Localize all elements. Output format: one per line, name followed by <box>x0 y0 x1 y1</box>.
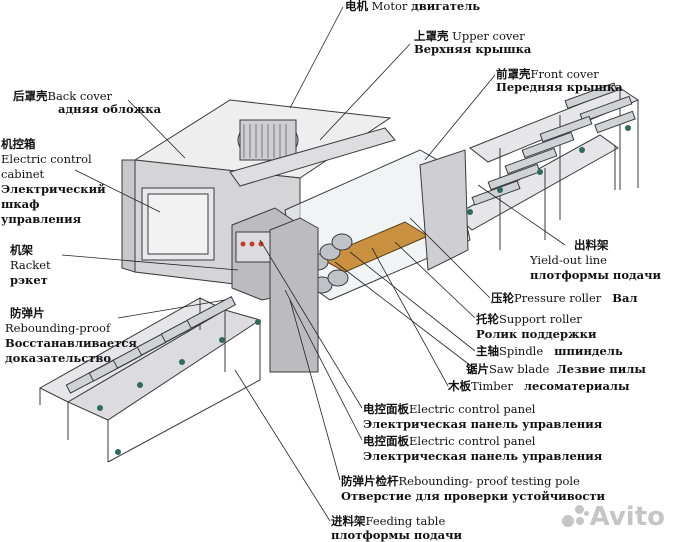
feeding-table <box>38 296 262 463</box>
label-feeding-table: 进料架Feeding table плотформы подачи <box>331 514 463 542</box>
yield-out-conveyor <box>454 82 640 250</box>
avito-logo-icon <box>561 505 590 527</box>
label-control-panel-2: 电控面板Electric control panel Электрическая… <box>363 434 603 463</box>
label-back-cover: 后罩壳Back cover адняя обложка <box>13 89 162 116</box>
label-pressure-roller: 压轮Pressure roller Вал <box>491 291 638 305</box>
label-motor: 电机 Motor двигатель <box>345 0 481 13</box>
label-front-cover: 前罩壳Front cover Передняя крышка <box>496 67 623 94</box>
label-timber: 木板Timber лесоматериалы <box>448 379 630 393</box>
label-upper-cover: 上罩壳 Upper cover Верхняя крышка <box>414 29 532 56</box>
avito-watermark: Avito <box>561 502 665 532</box>
label-support-roller: 托轮Support roller Ролик поддержки <box>476 312 597 341</box>
label-testing-pole: 防弹片检杆Rebounding- proof testing pole Отве… <box>341 474 606 503</box>
motor-drum <box>237 119 299 161</box>
label-yield-out: 出料架 Yield-out line плотформы подачи <box>530 238 662 282</box>
leader-lines <box>61 6 566 522</box>
label-saw-blade: 锯片Saw blade Лезвие пилы <box>466 362 646 376</box>
label-spindle: 主轴Spindle шпиндель <box>476 344 623 358</box>
label-rebounding-proof: 防弹片 Rebounding-proof Восстанавливается д… <box>5 306 137 365</box>
machine-body <box>121 99 471 373</box>
label-rack: 机架 Racket рэкет <box>10 243 51 287</box>
label-control-panel-1: 电控面板Electric control panel Электрическая… <box>363 402 603 431</box>
label-control-cabinet: 机控箱 Electric control cabinet Электрическ… <box>1 137 106 226</box>
